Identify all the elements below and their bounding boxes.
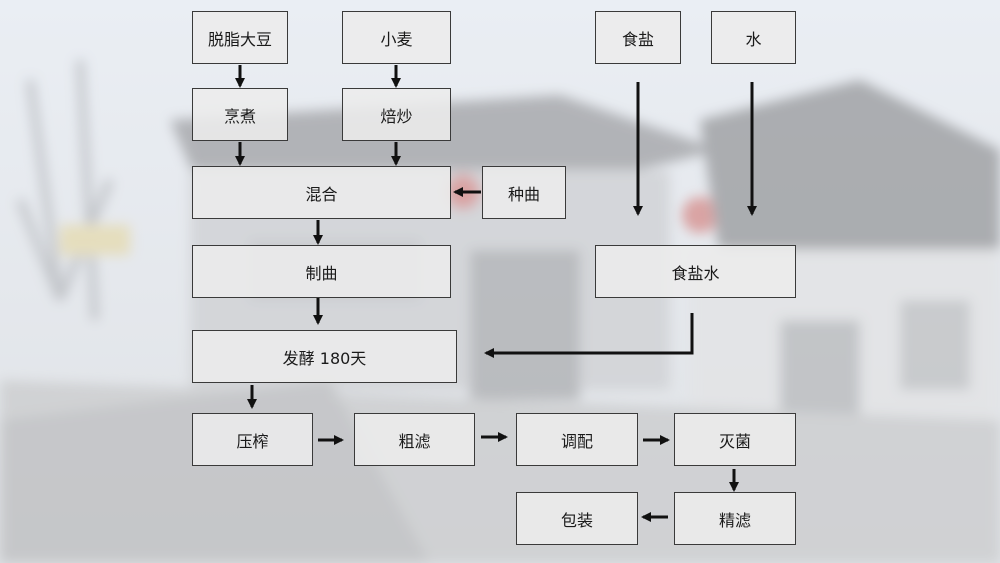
node-seed-koji: 种曲 <box>482 166 566 219</box>
node-water: 水 <box>711 11 796 64</box>
node-package: 包装 <box>516 492 638 545</box>
node-koji-making: 制曲 <box>192 245 451 298</box>
node-roast: 焙炒 <box>342 88 451 141</box>
node-fine-filter: 精滤 <box>674 492 796 545</box>
node-ferment: 发酵 180天 <box>192 330 457 383</box>
node-cook: 烹煮 <box>192 88 288 141</box>
node-blend: 调配 <box>516 413 638 466</box>
node-salt: 食盐 <box>595 11 681 64</box>
node-coarse-filter: 粗滤 <box>354 413 475 466</box>
node-defatted-soybean: 脱脂大豆 <box>192 11 288 64</box>
node-brine: 食盐水 <box>595 245 796 298</box>
node-wheat: 小麦 <box>342 11 451 64</box>
node-mix: 混合 <box>192 166 451 219</box>
node-sterilize: 灭菌 <box>674 413 796 466</box>
node-press: 压榨 <box>192 413 313 466</box>
